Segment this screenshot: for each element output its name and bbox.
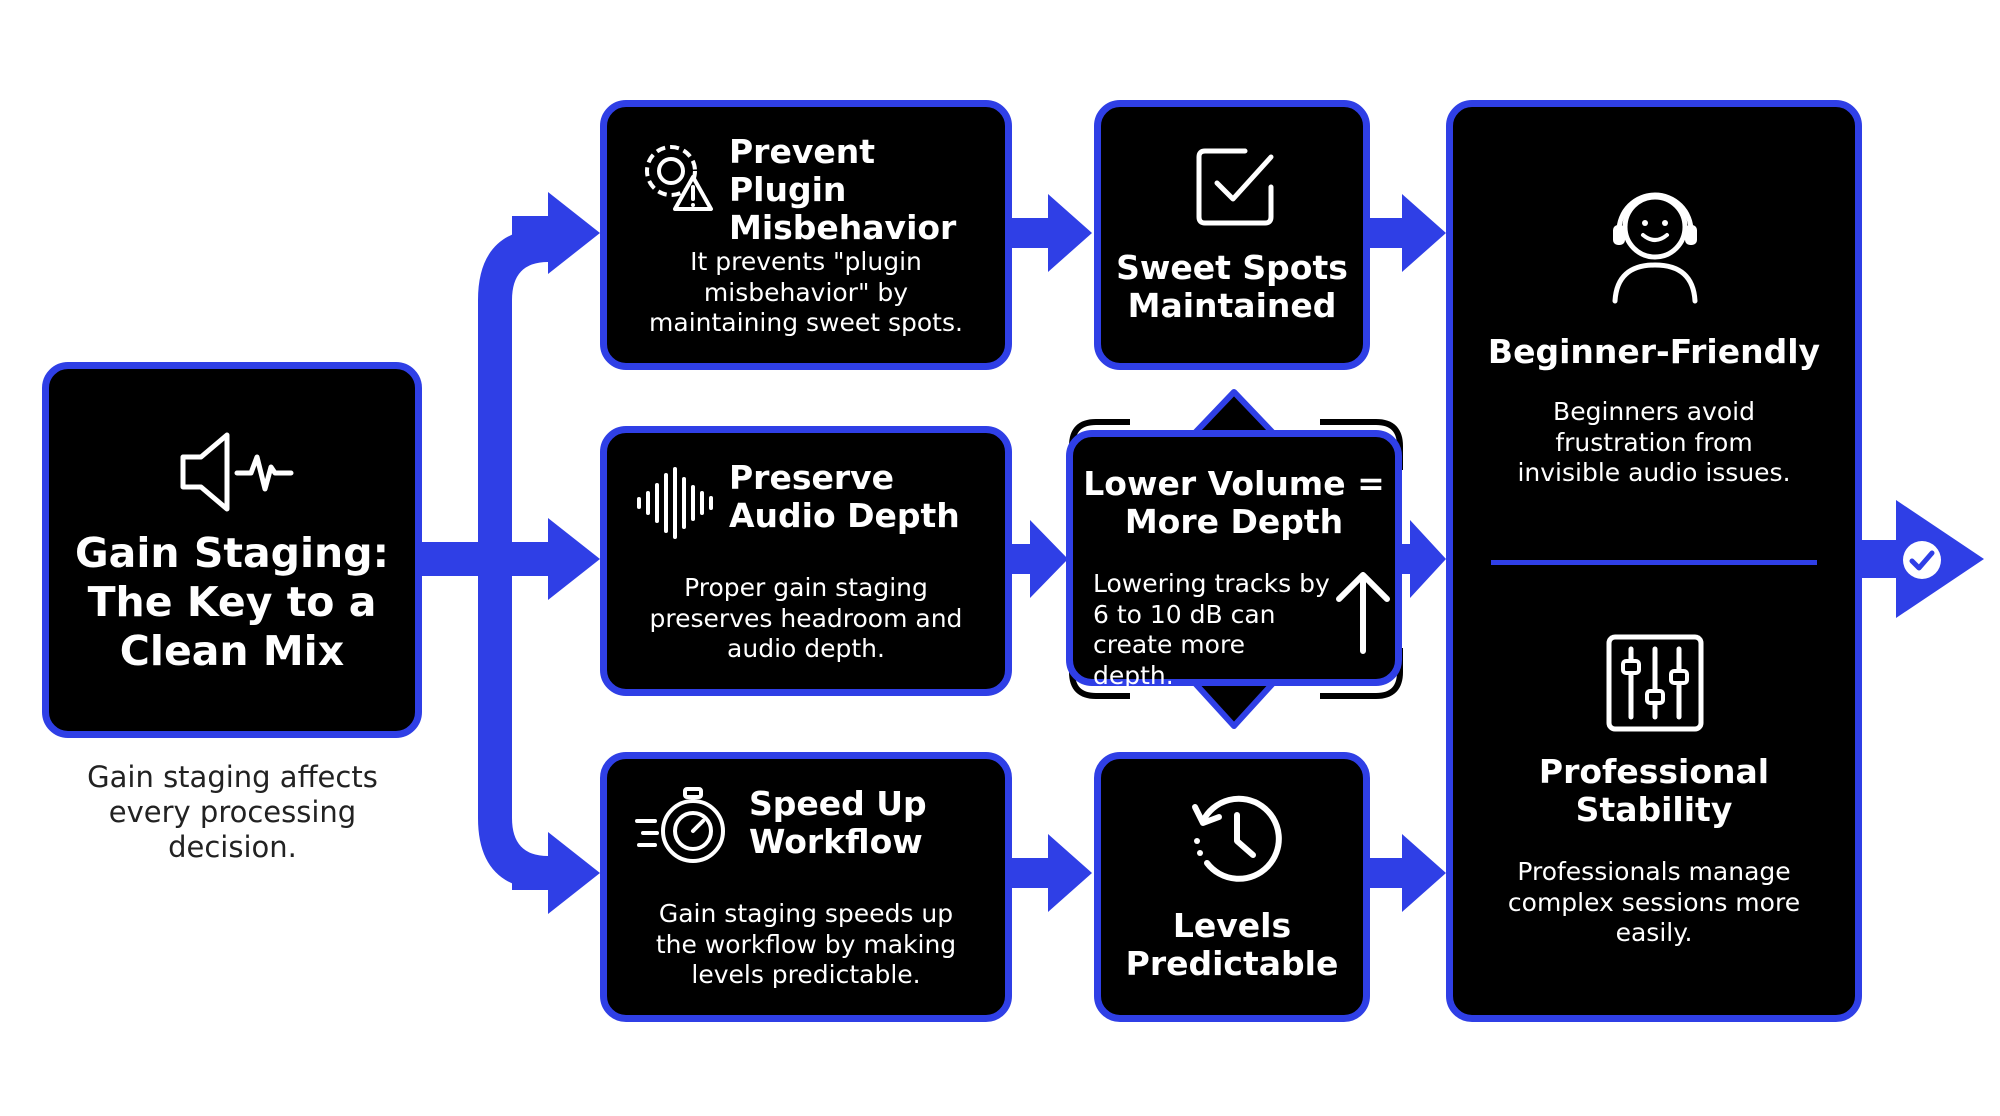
arrow-to-branch-top (548, 192, 600, 274)
gear-warning-icon (645, 145, 713, 211)
result-box-lower-volume: Lower Volume = More Depth Lowering track… (1066, 430, 1402, 690)
arrow-branch1-to-sweet (1008, 194, 1092, 272)
check-circle-icon (1903, 541, 1941, 579)
arrow-to-branch-mid (548, 518, 600, 600)
outcome-desc-beginner: Beginners avoid frustration from invisib… (1517, 397, 1791, 487)
branch-title-plugin: Prevent Plugin Misbehavior (729, 132, 957, 247)
arrow-branch3-to-levels (1008, 834, 1092, 912)
stem-mid (512, 542, 552, 576)
branch-title-workflow: Speed Up Workflow (749, 784, 927, 861)
bracket-bottom-right (1320, 648, 1403, 699)
speaker-waveform-icon (180, 432, 294, 512)
arrow-branch2-to-lower (1008, 520, 1068, 598)
spine-connector (478, 228, 548, 890)
result-box-sweet-spots: Sweet Spots Maintained (1094, 100, 1370, 370)
branch-box-depth: Preserve Audio Depth Proper gain staging… (600, 426, 1012, 696)
branch-box-plugin: Prevent Plugin Misbehavior It prevents "… (600, 100, 1012, 370)
result-desc-lower-volume: Lowering tracks by 6 to 10 dB can create… (1093, 569, 1330, 690)
branch-desc-plugin: It prevents "plugin misbehavior" by main… (649, 247, 963, 337)
up-arrow-icon (1336, 572, 1390, 654)
branch-desc-workflow: Gain staging speeds up the workflow by m… (655, 899, 957, 989)
stopwatch-icon (635, 787, 725, 863)
checkbox-icon (1196, 148, 1274, 226)
result-title-lower-volume: Lower Volume = More Depth (1083, 464, 1385, 541)
root-caption: Gain staging affects every processing de… (87, 760, 378, 864)
stem-bottom (512, 856, 552, 890)
branch-box-workflow: Speed Up Workflow Gain staging speeds up… (600, 752, 1012, 1022)
stem-top (512, 216, 552, 250)
outcome-title-professional: Professional Stability (1538, 752, 1770, 829)
branch-desc-depth: Proper gain staging preserves headroom a… (649, 573, 963, 663)
branch-title-depth: Preserve Audio Depth (729, 458, 960, 535)
waveform-icon (637, 467, 713, 539)
arrow-lower-to-outcome (1392, 520, 1446, 598)
result-title-levels: Levels Predictable (1125, 906, 1339, 983)
root-title: Gain Staging: The Key to a Clean Mix (75, 529, 389, 676)
mixer-sliders-icon (1606, 634, 1704, 732)
history-clock-icon (1192, 795, 1282, 882)
outcome-panel: Beginner-Friendly Beginners avoid frustr… (1446, 100, 1862, 1022)
headset-user-icon (1612, 192, 1698, 304)
result-title-sweet-spots: Sweet Spots Maintained (1116, 248, 1348, 325)
arrow-to-branch-bottom (548, 832, 600, 914)
arrow-levels-to-outcome (1368, 834, 1446, 912)
outcome-desc-professional: Professionals manage complex sessions mo… (1507, 857, 1801, 947)
result-box-levels: Levels Predictable (1094, 752, 1370, 1022)
outcome-title-beginner: Beginner-Friendly (1487, 332, 1821, 371)
outcome-divider (1491, 560, 1817, 565)
root-box: Gain Staging: The Key to a Clean Mix (42, 362, 422, 738)
arrow-sweet-to-outcome (1368, 194, 1446, 272)
